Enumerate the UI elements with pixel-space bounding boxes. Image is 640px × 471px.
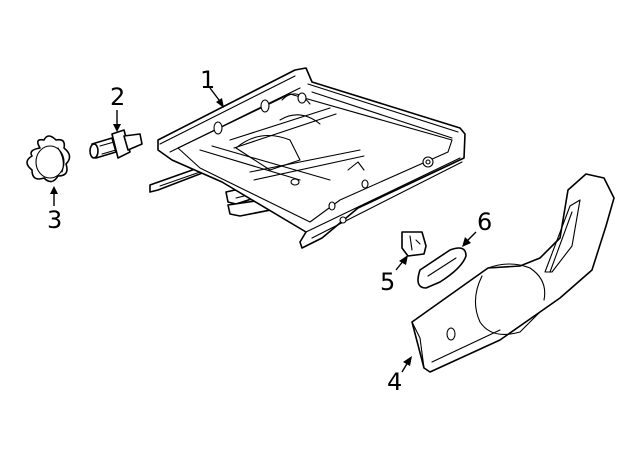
side-shield xyxy=(411,173,615,373)
adjuster-knob xyxy=(26,135,71,183)
handle-cover xyxy=(417,247,467,289)
callout-4: 4 xyxy=(387,368,402,396)
leader-5 xyxy=(395,255,408,271)
leader-3 xyxy=(50,186,58,206)
callout-3: 3 xyxy=(47,206,62,234)
seat-track-frame xyxy=(149,67,466,249)
callout-6: 6 xyxy=(477,208,492,236)
leader-1 xyxy=(209,87,224,108)
callout-2: 2 xyxy=(110,83,125,111)
callout-5: 5 xyxy=(380,268,395,296)
callout-1: 1 xyxy=(200,66,215,94)
leader-4 xyxy=(401,356,412,373)
leader-6 xyxy=(462,231,477,247)
retaining-clip xyxy=(401,231,427,257)
leader-2 xyxy=(113,110,121,132)
adjuster-bolt xyxy=(89,129,143,159)
